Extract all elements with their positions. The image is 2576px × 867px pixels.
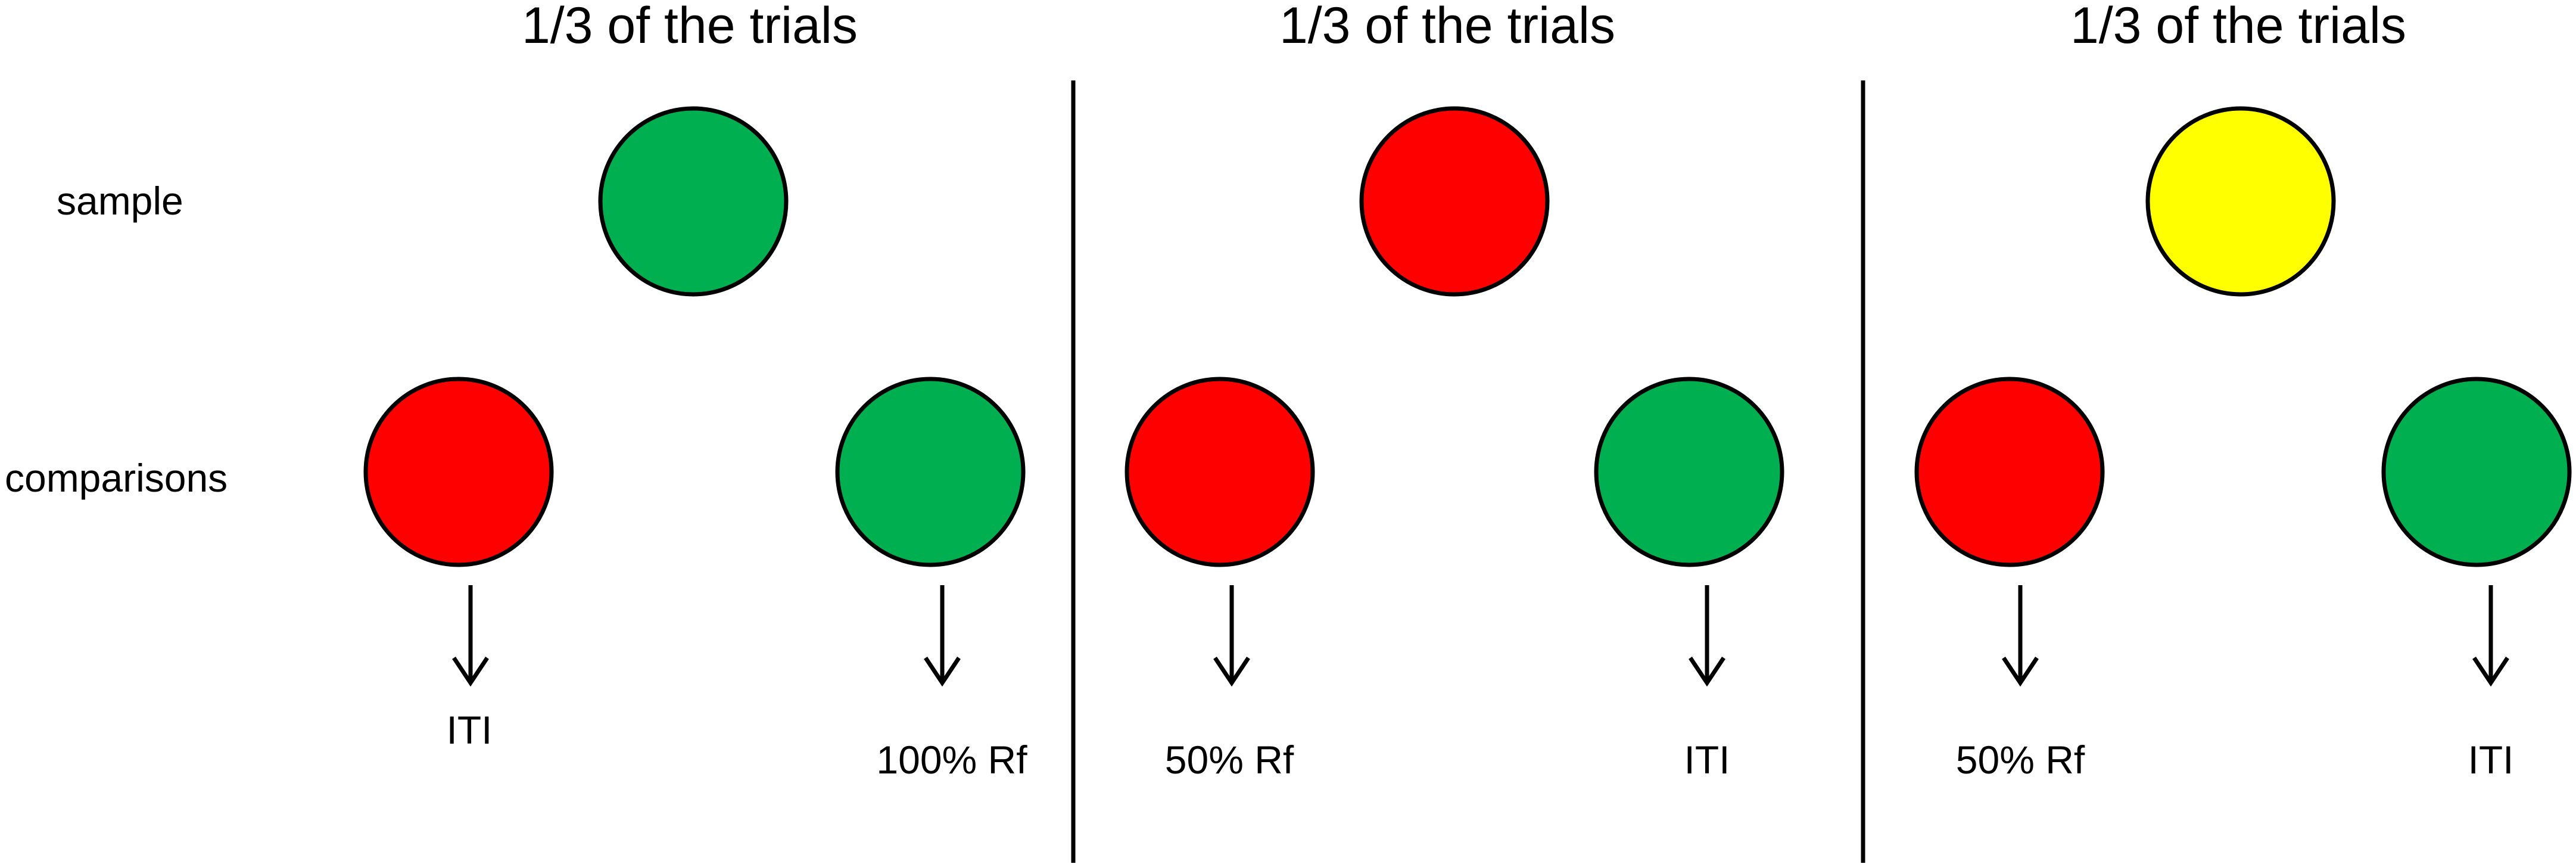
down-arrow-icon: [924, 585, 961, 687]
outcome-label: 50% Rf: [1956, 738, 2085, 782]
outcome-label: 100% Rf: [876, 738, 1027, 782]
down-arrow-icon: [1213, 585, 1250, 687]
comparison-stimulus-right: [835, 377, 1026, 567]
comparison-stimulus-right: [1594, 377, 1784, 567]
panel-1: 1/3 of the trials ITI 100% Rf: [363, 0, 1027, 782]
row-label-sample: sample: [57, 179, 183, 223]
panel-title: 1/3 of the trials: [1279, 0, 1615, 54]
panel-2: 1/3 of the trials 50% Rf ITI: [1125, 0, 1784, 782]
outcome-label: ITI: [2468, 738, 2514, 782]
outcome-label: ITI: [447, 708, 493, 752]
comparison-stimulus-left: [1125, 377, 1315, 567]
sample-stimulus: [2145, 106, 2336, 297]
row-label-comparisons: comparisons: [5, 456, 228, 500]
panel-title: 1/3 of the trials: [522, 0, 858, 54]
down-arrow-icon: [452, 585, 489, 687]
down-arrow-icon: [2002, 585, 2039, 687]
panel-title: 1/3 of the trials: [2070, 0, 2406, 54]
outcome-label: 50% Rf: [1165, 738, 1294, 782]
comparison-stimulus-right: [2381, 377, 2572, 567]
outcome-label: ITI: [1684, 738, 1730, 782]
comparison-stimulus-left: [1914, 377, 2105, 567]
panel-3: 1/3 of the trials 50% Rf ITI: [1914, 0, 2572, 782]
sample-stimulus: [1359, 106, 1550, 297]
down-arrow-icon: [1689, 585, 1725, 687]
down-arrow-icon: [2472, 585, 2509, 687]
comparison-stimulus-left: [363, 377, 554, 567]
sample-stimulus: [598, 106, 789, 297]
